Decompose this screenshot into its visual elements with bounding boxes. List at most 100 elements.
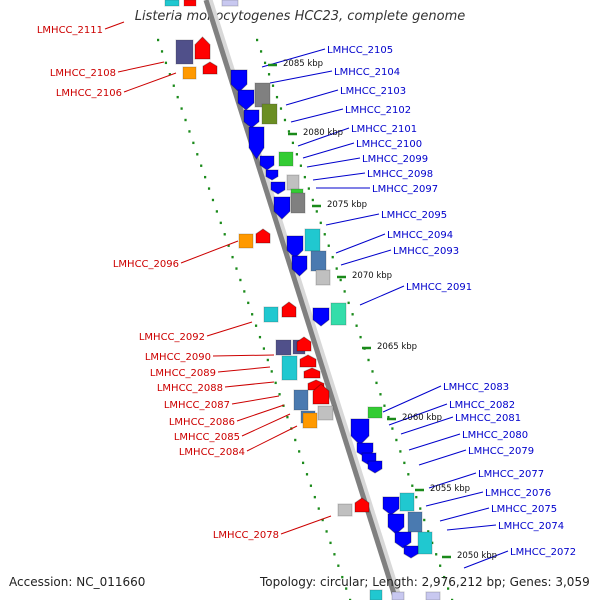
- right-gene-label: LMHCC_2101: [351, 124, 417, 135]
- left-gene-label: LMHCC_2106: [56, 88, 122, 99]
- left-gene-label: LMHCC_2096: [113, 259, 179, 270]
- gene-2107-arrow: [194, 36, 211, 60]
- right-leader-line: [325, 213, 380, 226]
- kbp-tick-label: 2075 kbp: [327, 200, 367, 210]
- left-gene-label: LMHCC_2092: [139, 332, 205, 343]
- tick-dot-left: [235, 267, 238, 270]
- gene-2095-block: [290, 192, 306, 214]
- right-gene-label: LMHCC_2081: [455, 413, 521, 424]
- gene-2093b-block: [315, 269, 331, 286]
- gene-2078r-arrow: [354, 497, 370, 513]
- tick-dot-right: [263, 61, 267, 65]
- gene-2087-block: [293, 389, 309, 411]
- left-leader-line: [180, 240, 239, 264]
- tick-dot-right: [383, 404, 386, 407]
- left-gene-label: LMHCC_2085: [174, 432, 240, 443]
- right-gene-label: LMHCC_2072: [510, 547, 576, 558]
- tick-dot-right: [299, 164, 302, 167]
- tick-dot-left: [270, 370, 273, 373]
- tick-dot-left: [168, 73, 171, 76]
- gene-2101-arrow: [243, 109, 260, 129]
- right-leader-line: [388, 403, 448, 426]
- right-leader-line: [418, 449, 467, 466]
- tick-dot-left: [192, 141, 195, 145]
- gene-2090-block: [275, 339, 292, 356]
- left-gene-label: LMHCC_2084: [179, 447, 245, 458]
- gene-2098-block: [286, 174, 300, 191]
- tick-dot-left: [349, 598, 352, 600]
- right-gene-label: LMHCC_2102: [345, 105, 411, 116]
- gene-2085b-block: [317, 405, 334, 421]
- tick-dot-left: [223, 233, 226, 236]
- kbp-tick-label: 2055 kbp: [430, 484, 470, 494]
- left-leader-line: [280, 515, 332, 535]
- tick-dot-right: [391, 427, 394, 430]
- right-gene-label: LMHCC_2076: [485, 488, 551, 499]
- tick-dot-left: [321, 518, 324, 522]
- length-label: Length:: [372, 575, 418, 589]
- accession-value: NC_011660: [76, 575, 146, 589]
- gene-2079-arrow: [367, 460, 383, 474]
- tick-dots-layer: [157, 38, 454, 600]
- gene-block-top: [164, 0, 180, 7]
- gene-2095-arrow: [273, 196, 291, 220]
- gene-2082-arrow: [350, 418, 370, 446]
- kbp-tick-label: 2080 kbp: [303, 128, 343, 138]
- tick-dot-left: [294, 438, 297, 442]
- tick-dot-right: [283, 118, 287, 122]
- tick-dot-left: [309, 484, 313, 487]
- left-gene-label: LMHCC_2088: [157, 383, 223, 394]
- right-gene-label: LMHCC_2080: [462, 430, 528, 441]
- tick-dot-left: [341, 575, 344, 579]
- tick-dot-left: [184, 118, 187, 122]
- left-gene-label: LMHCC_2090: [145, 352, 211, 363]
- gene-block-top: [221, 0, 239, 7]
- gene-2091-block: [330, 302, 347, 326]
- gene-2094-block: [304, 228, 321, 252]
- left-leader-line: [123, 72, 177, 93]
- right-leader-line: [340, 249, 392, 266]
- left-leader-line: [224, 381, 275, 388]
- tick-dot-right: [275, 95, 279, 99]
- gene-block-top: [183, 0, 197, 7]
- tick-dot-left: [286, 415, 289, 419]
- right-gene-label: LMHCC_2104: [334, 67, 400, 78]
- tick-dot-right: [347, 301, 350, 305]
- tick-dot-right: [256, 38, 259, 42]
- genes-value: 3,059: [555, 575, 590, 589]
- gene-2089-block: [281, 355, 298, 381]
- tick-dot-left: [227, 244, 230, 247]
- tick-dot-right: [311, 198, 314, 202]
- tick-dot-right: [315, 210, 318, 213]
- gene-2084-block: [302, 412, 318, 429]
- tick-dot-right: [419, 507, 422, 510]
- tick-dot-left: [262, 347, 265, 350]
- kbp-tick-label: 2070 kbp: [352, 271, 392, 281]
- right-leader-line: [306, 157, 361, 168]
- tick-dot-right: [287, 130, 291, 133]
- tick-dot-left: [207, 187, 211, 190]
- gene-2099-block: [278, 151, 294, 167]
- tick-dot-right: [415, 495, 418, 499]
- tick-dot-left: [298, 450, 301, 453]
- gene-2096r-arrow: [255, 228, 271, 244]
- tick-dot-left: [301, 461, 305, 465]
- tick-dot-right: [447, 587, 450, 590]
- tick-dot-left: [282, 404, 285, 407]
- tick-dot-right: [271, 84, 275, 87]
- right-gene-label: LMHCC_2075: [491, 504, 557, 515]
- gene-2098-arrow: [265, 169, 279, 181]
- left-leader-line: [217, 366, 271, 373]
- tick-dot-right: [411, 484, 414, 487]
- tick-dot-right: [427, 530, 430, 533]
- right-leader-line: [285, 89, 339, 106]
- right-leader-line: [463, 550, 509, 569]
- gene-2097-arrow: [270, 181, 286, 195]
- tick-dot-left: [157, 38, 160, 42]
- tick-dot-left: [172, 84, 175, 87]
- tick-dot-right: [387, 415, 390, 419]
- tick-dot-left: [231, 255, 234, 259]
- left-leader-line: [117, 61, 165, 73]
- gene-2087r-arrow: [303, 367, 321, 379]
- tick-dot-left: [337, 564, 340, 567]
